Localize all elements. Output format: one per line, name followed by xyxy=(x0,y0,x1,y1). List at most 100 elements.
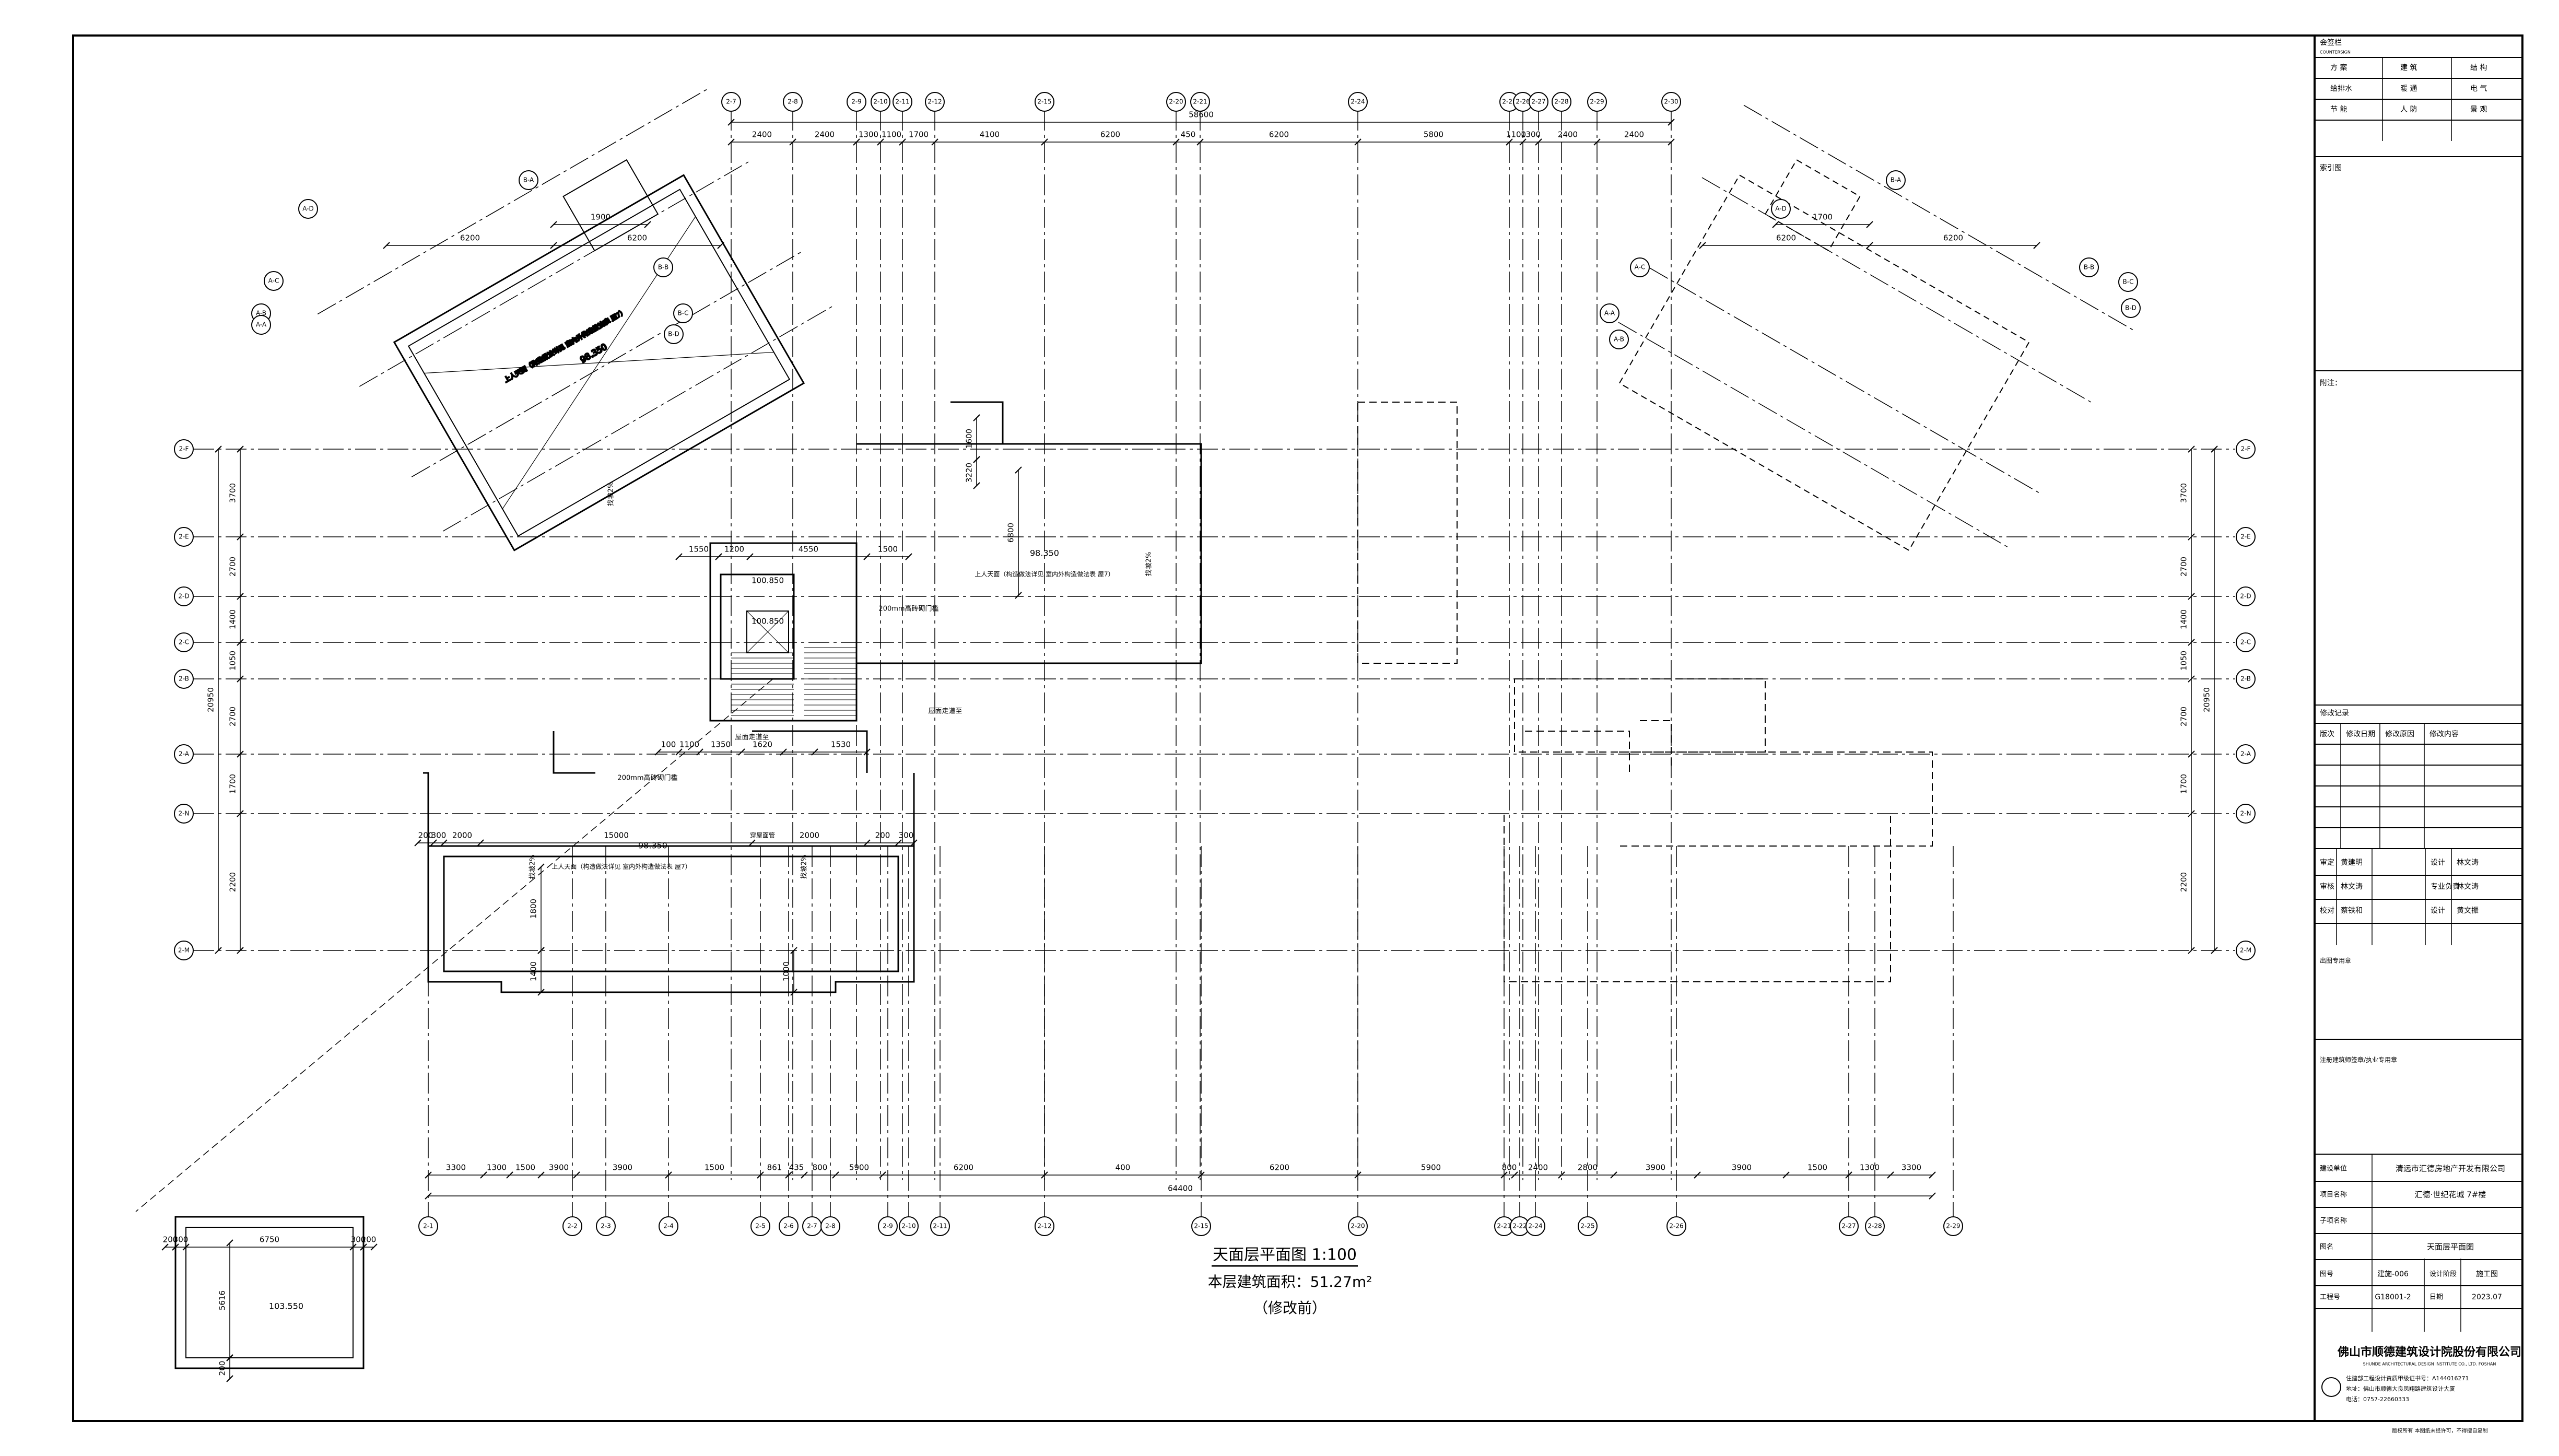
countersign-cell: 人 防 xyxy=(2400,105,2417,114)
signature-role: 设计 xyxy=(2431,859,2445,867)
countersign-cell: 电 气 xyxy=(2470,85,2487,93)
left-wing-dim-tick xyxy=(550,242,557,249)
titleblock-field-value: 天面层平面图 xyxy=(2427,1242,2474,1252)
core-vdim3-value: 6800 xyxy=(1006,523,1016,543)
countersign-cell: 结 构 xyxy=(2470,64,2487,72)
top-dim-tick xyxy=(1041,138,1048,146)
grid-bubble xyxy=(930,1216,950,1236)
left-wing-stair-head xyxy=(562,159,659,252)
bottom-dim-tick xyxy=(1198,1171,1205,1179)
grid-bubble xyxy=(174,439,194,459)
top-dim-tick xyxy=(1354,138,1361,146)
bottom-dim-tick xyxy=(573,1171,580,1179)
wing-grid-line xyxy=(317,89,707,315)
core-vdim3-tick xyxy=(1015,592,1022,599)
bottom-dim-value: 2400 xyxy=(1528,1163,1548,1172)
countersign-cell: 节 能 xyxy=(2330,105,2347,114)
top-dim-tick xyxy=(1668,138,1675,146)
grid-bubble xyxy=(653,257,673,277)
top-dim-value: 4100 xyxy=(980,130,1000,139)
left-dim-tick xyxy=(237,947,244,954)
right-dim-value: 2700 xyxy=(2179,707,2189,726)
grid-bubble xyxy=(1587,92,1607,112)
revision-header: 版次 xyxy=(2320,730,2334,738)
core-dim2-tick xyxy=(654,748,662,756)
slope-note: 找坡2% xyxy=(607,482,615,507)
grid-bubble-label: B-A xyxy=(523,177,534,184)
top-dim-tick xyxy=(789,138,796,146)
left-dim-tick xyxy=(237,639,244,646)
grid-bubble-label: B-D xyxy=(2125,304,2137,312)
grid-bubble-label: 2-D xyxy=(178,593,189,600)
grid-bubble xyxy=(1035,1216,1054,1236)
grid-bubble-label: 2-20 xyxy=(1169,98,1183,105)
wing-grid-line xyxy=(1649,267,2039,493)
titleblock-field-value: 2023.07 xyxy=(2472,1293,2502,1301)
bottom-dim-tick xyxy=(1887,1171,1894,1179)
grid-bubble xyxy=(174,744,194,764)
lower-dim-tick xyxy=(440,839,448,847)
bottom-dim-tick xyxy=(1610,1171,1617,1179)
bottom-total-dim-tick xyxy=(1929,1192,1936,1200)
small-dim-tick xyxy=(161,1243,169,1251)
bottom-total-dim-tick xyxy=(425,1192,432,1200)
left-wing: 上人天面（构造做法详见 室内外构造做法表 屋7）98.350 xyxy=(317,89,832,551)
lower-dim-value: 200 xyxy=(418,831,433,840)
bottom-dim-tick xyxy=(832,1171,839,1179)
bottom-dim-tick xyxy=(757,1171,764,1179)
roof-note: 上人天面（构造做法详见 室内外构造做法表 屋7） xyxy=(502,307,627,384)
core-dim2-value: 100 xyxy=(661,740,676,749)
bottom-dim-value: 861 xyxy=(767,1163,782,1172)
top-total-dim-value: 58600 xyxy=(1189,110,1214,120)
left-dim-tick xyxy=(237,810,244,817)
grid-bubble xyxy=(1839,1216,1859,1236)
top-dim-value: 1100 xyxy=(1506,130,1526,139)
signature-role: 审核 xyxy=(2320,883,2334,891)
roof-wall-outline xyxy=(423,772,915,847)
grid-bubble xyxy=(1529,92,1548,112)
top-dim-tick xyxy=(1593,138,1601,146)
grid-bubble-label: 2-N xyxy=(2240,810,2251,817)
right-wing-dim-tick xyxy=(1699,242,1706,249)
grid-bubble-label: 2-27 xyxy=(1841,1223,1856,1230)
grid-bubble-label: 2-11 xyxy=(895,98,909,105)
small-dim-value: 300 xyxy=(173,1235,189,1244)
right-dim-tick xyxy=(2188,947,2195,954)
right-total-dim-tick xyxy=(2211,445,2218,453)
top-dim-tick xyxy=(1196,138,1204,146)
top-dim-tick xyxy=(853,138,860,146)
roof-wall-outline xyxy=(553,731,595,774)
grid-bubble-label: 2-26 xyxy=(1669,1223,1683,1230)
small-dim-value: 200 xyxy=(163,1235,178,1244)
grid-bubble-label: B-A xyxy=(1891,177,1901,184)
lower-dim-tick xyxy=(414,839,421,847)
grid-bubble-label: 2-8 xyxy=(788,98,798,105)
small-vdim2-tick xyxy=(226,1375,233,1382)
wall-note: 200mm高砖砌门槛 xyxy=(878,605,938,613)
stair-note: 屋面走道至 xyxy=(928,708,962,715)
left-wing-roof-outline xyxy=(393,174,805,551)
left-total-dim-tick xyxy=(215,445,222,453)
bottom-dim-value: 5900 xyxy=(1421,1163,1441,1172)
signature-name: 林文涛 xyxy=(2457,859,2479,867)
lower-floor-dashed-outline xyxy=(1640,720,1672,768)
small-dim-value: 200 xyxy=(361,1235,377,1244)
grid-bubble-label: 2-26 xyxy=(1516,98,1530,105)
grid-bubble-label: 2-15 xyxy=(1194,1223,1208,1230)
core-vdim-tick xyxy=(973,414,980,421)
top-dim-tick xyxy=(877,138,884,146)
grid-bubble xyxy=(1035,92,1054,112)
core-dim-value: 1550 xyxy=(689,545,709,554)
top-dim-tick xyxy=(931,138,938,146)
wing-grid-line xyxy=(1618,322,2008,547)
bottom-dim-tick xyxy=(425,1171,432,1179)
grid-bubble xyxy=(2236,586,2256,606)
grid-bubble xyxy=(878,1216,898,1236)
grid-bubble-label: 2-12 xyxy=(928,98,942,105)
top-dim-value: 2400 xyxy=(815,130,835,139)
lower-dim-value: 15000 xyxy=(604,831,629,840)
bottom-dim-tick xyxy=(1782,1171,1790,1179)
bottom-dim-value: 800 xyxy=(1502,1163,1517,1172)
drawing-status: （修改前） xyxy=(1253,1299,1327,1317)
